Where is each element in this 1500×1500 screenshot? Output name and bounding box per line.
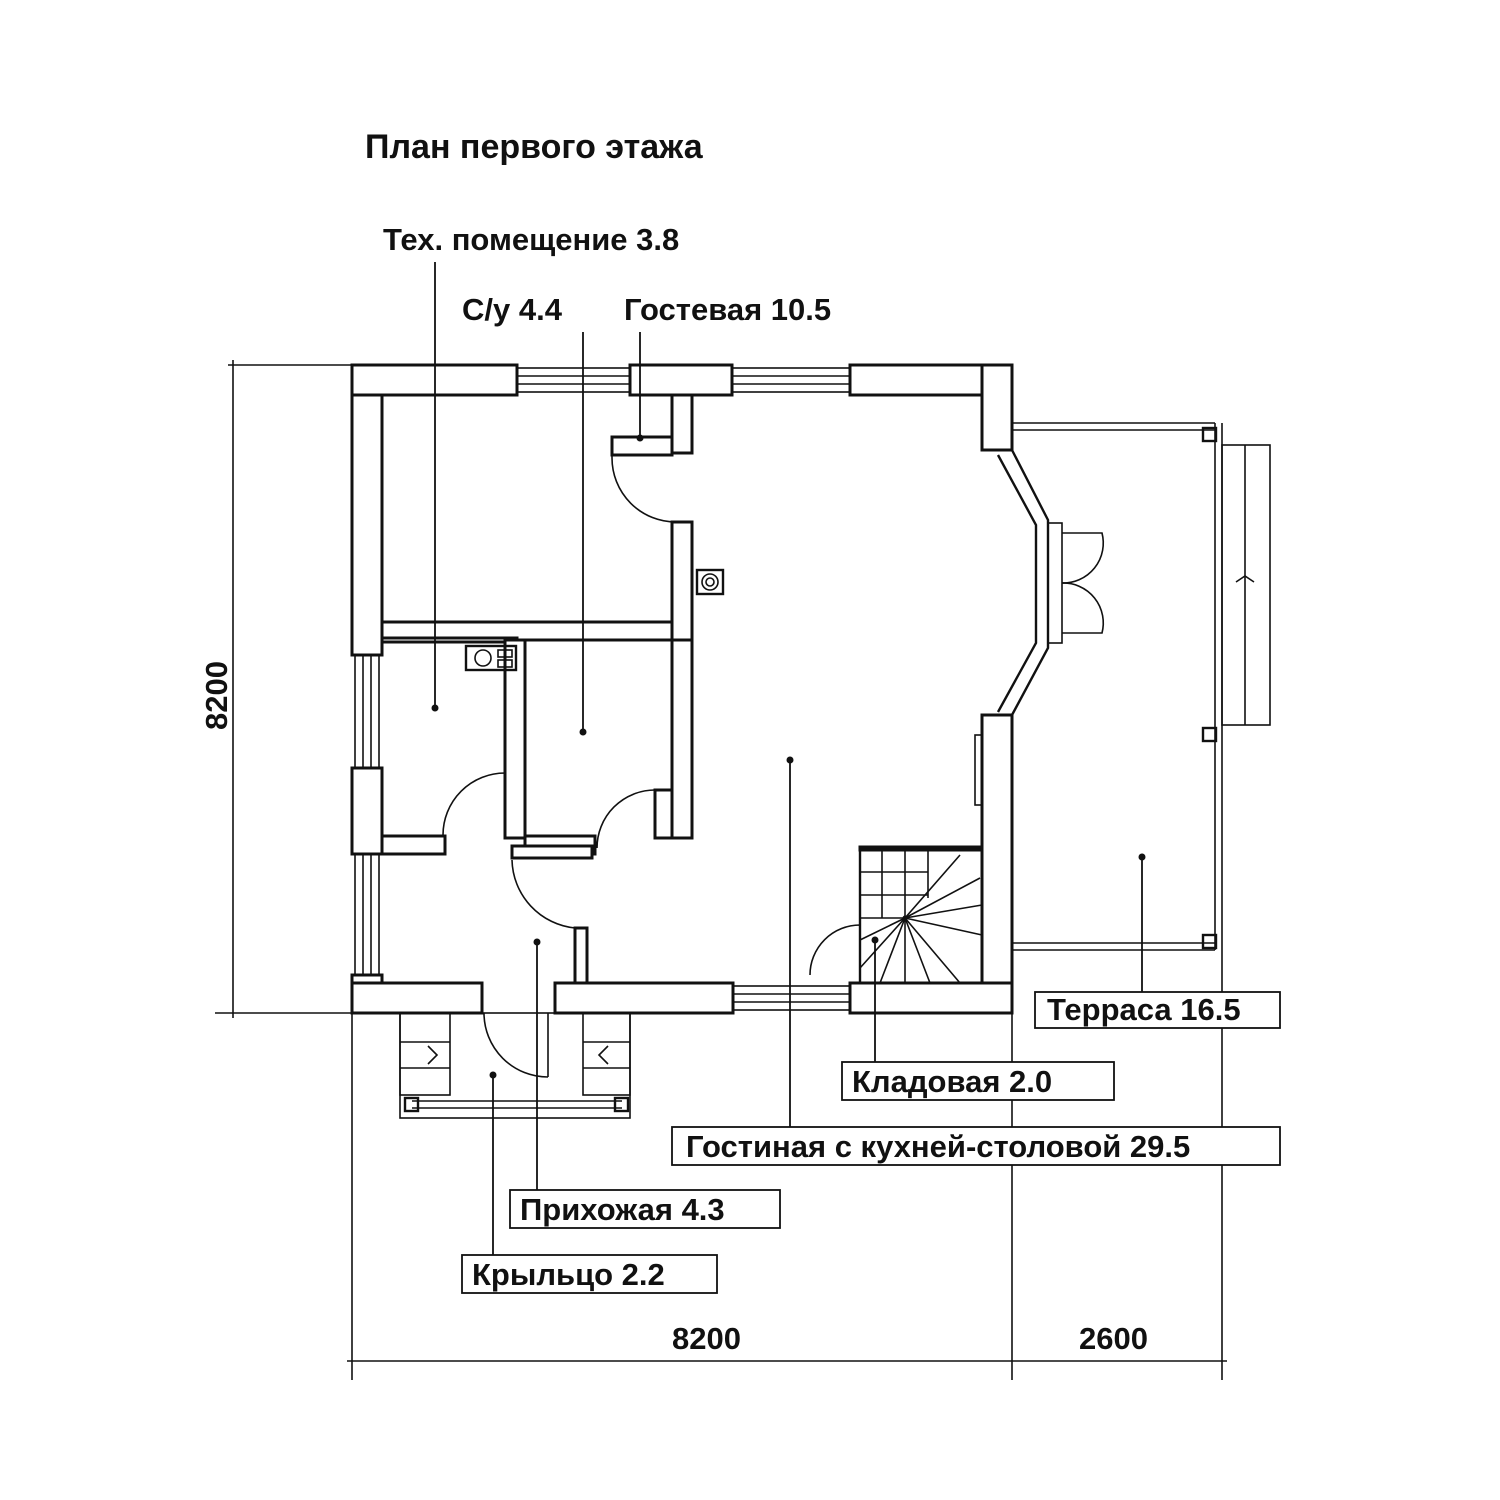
terrace — [1012, 422, 1271, 951]
boiler-icon — [695, 568, 725, 596]
room-box-porch — [461, 1254, 718, 1294]
room-box-living — [671, 1126, 1281, 1166]
dimension-width-terrace: 2600 — [1079, 1321, 1148, 1356]
room-box-terrace — [1034, 991, 1281, 1029]
room-label-pantry: Кладовая 2.0 — [852, 1064, 1052, 1099]
room-box-hall — [509, 1189, 781, 1229]
stove-icon — [464, 644, 518, 672]
plan-title: План первого этажа — [365, 128, 704, 166]
room-label-wc: С/у 4.4 — [462, 292, 563, 327]
room-label-porch: Крыльцо 2.2 — [472, 1257, 665, 1292]
door-swings — [442, 455, 983, 1078]
bay-window — [996, 449, 1105, 716]
porch — [399, 1012, 631, 1119]
room-label-terrace: Терраса 16.5 — [1047, 992, 1241, 1027]
room-label-guest: Гостевая 10.5 — [624, 292, 831, 327]
interior-walls — [380, 393, 984, 985]
room-leaders — [431, 262, 1146, 1255]
dimension-width-main: 8200 — [672, 1321, 741, 1356]
windows — [354, 367, 851, 1011]
room-box-pantry — [841, 1061, 1115, 1101]
room-label-hall: Прихожая 4.3 — [520, 1192, 725, 1227]
dimension-height: 8200 — [199, 661, 234, 730]
room-label-tech: Тех. помещение 3.8 — [383, 222, 679, 257]
room-label-living: Гостиная с кухней-столовой 29.5 — [686, 1129, 1190, 1164]
staircase — [858, 848, 984, 985]
